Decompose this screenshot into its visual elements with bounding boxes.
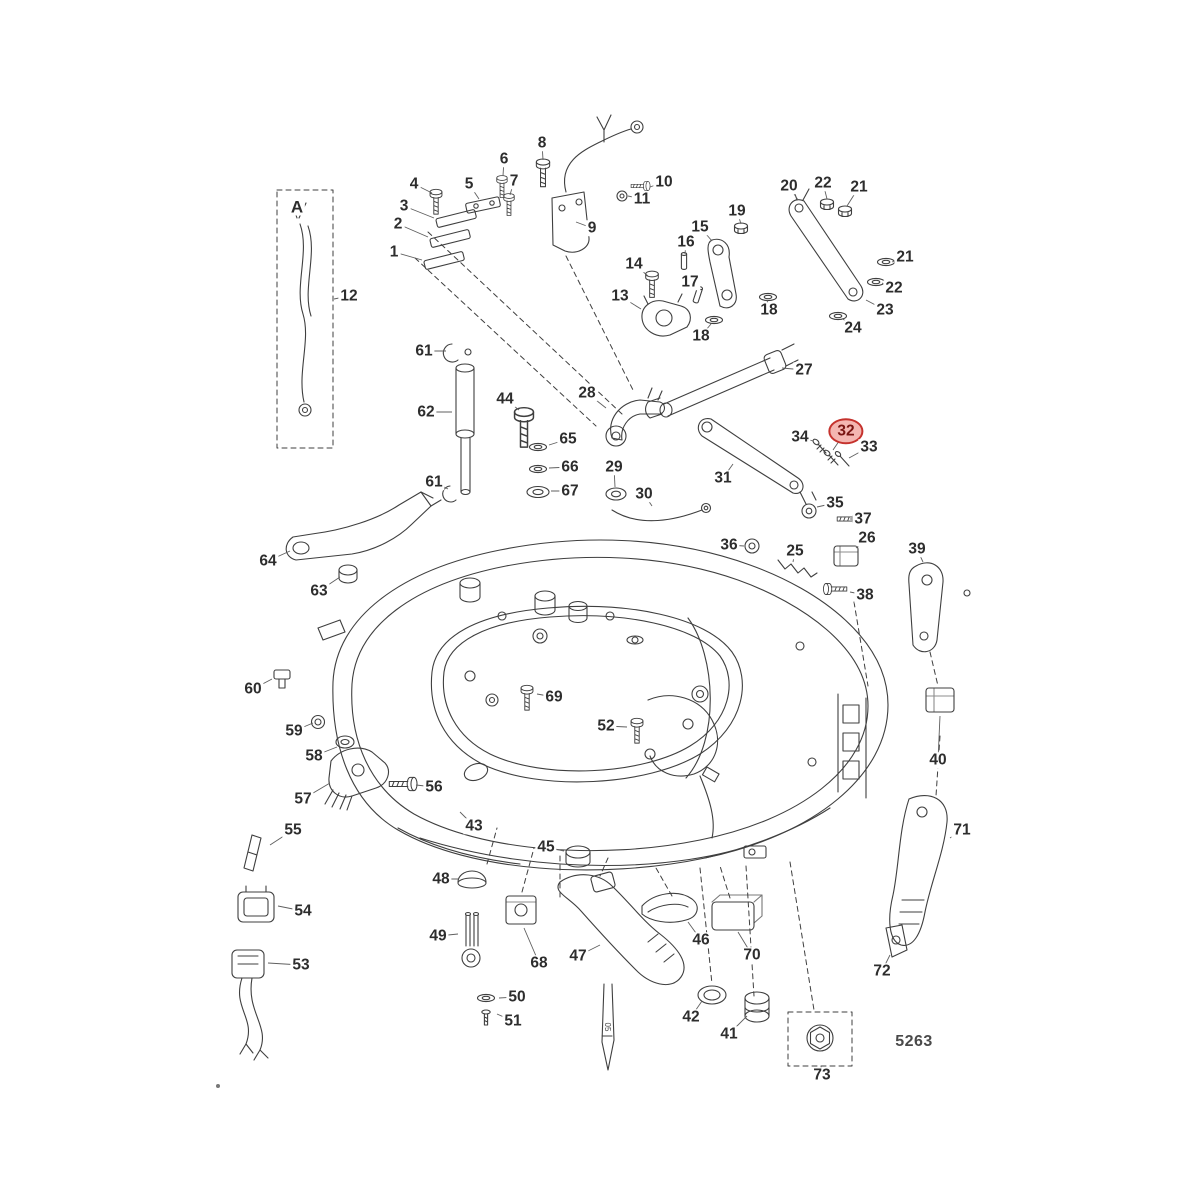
tube-art <box>442 343 475 503</box>
part-label-52[interactable]: 52 <box>595 717 617 735</box>
part-label-58[interactable]: 58 <box>303 747 325 765</box>
part-label-56[interactable]: 56 <box>423 778 445 796</box>
part-label-5[interactable]: 5 <box>462 175 476 193</box>
part-label-33[interactable]: 33 <box>858 438 880 456</box>
part-label-61[interactable]: 61 <box>423 473 445 491</box>
part-label-66[interactable]: 66 <box>559 458 581 476</box>
part-label-21[interactable]: 21 <box>894 248 916 266</box>
part-label-31[interactable]: 31 <box>712 469 734 487</box>
part-label-4[interactable]: 4 <box>407 175 421 193</box>
right-parts-art <box>777 545 971 713</box>
part-label-18[interactable]: 18 <box>758 301 780 319</box>
part-label-49[interactable]: 49 <box>427 927 449 945</box>
part-label-65[interactable]: 65 <box>557 430 579 448</box>
part-label-41[interactable]: 41 <box>718 1025 740 1043</box>
bottom-cowl-art <box>317 539 889 871</box>
ground-cable-art <box>605 487 760 554</box>
part-label-25[interactable]: 25 <box>784 542 806 560</box>
part-label-13[interactable]: 13 <box>609 287 631 305</box>
part-label-59[interactable]: 59 <box>283 722 305 740</box>
part-label-15[interactable]: 15 <box>689 218 711 236</box>
part-label-47[interactable]: 47 <box>567 947 589 965</box>
bottom-parts-art <box>457 795 948 1071</box>
part-label-16[interactable]: 16 <box>675 233 697 251</box>
part-label-6[interactable]: 6 <box>497 150 511 168</box>
part-label-11[interactable]: 11 <box>631 190 653 208</box>
part-label-51[interactable]: 51 <box>502 1012 524 1030</box>
part-label-44[interactable]: 44 <box>494 390 516 408</box>
part-label-20[interactable]: 20 <box>778 177 800 195</box>
plates-and-screws-art <box>423 196 501 270</box>
part-label-53[interactable]: 53 <box>290 956 312 974</box>
cam-arm-art <box>788 187 864 302</box>
bracket-cable-art <box>551 114 644 253</box>
part-label-57[interactable]: 57 <box>292 790 314 808</box>
part-label-18[interactable]: 18 <box>690 327 712 345</box>
part-label-37[interactable]: 37 <box>852 510 874 528</box>
part-label-34[interactable]: 34 <box>789 428 811 446</box>
part-label-40[interactable]: 40 <box>927 751 949 769</box>
part-label-61[interactable]: 61 <box>413 342 435 360</box>
part-label-27[interactable]: 27 <box>793 361 815 379</box>
figure-number: 5263 <box>895 1033 933 1050</box>
swivel-arm-art <box>605 387 666 447</box>
part-label-38[interactable]: 38 <box>854 586 876 604</box>
part-label-46[interactable]: 46 <box>690 931 712 949</box>
part-label-10[interactable]: 10 <box>653 173 675 191</box>
part-label-48[interactable]: 48 <box>430 870 452 888</box>
part-label-60[interactable]: 60 <box>242 680 264 698</box>
part-label-72[interactable]: 72 <box>871 962 893 980</box>
part-label-43[interactable]: 43 <box>463 817 485 835</box>
part-label-42[interactable]: 42 <box>680 1008 702 1026</box>
part-label-24[interactable]: 24 <box>842 319 864 337</box>
part-label-62[interactable]: 62 <box>415 403 437 421</box>
part-label-32[interactable]: 32 <box>828 418 864 444</box>
cam-follower-screws-art <box>812 438 850 467</box>
part-label-45[interactable]: 45 <box>535 838 557 856</box>
part-label-55[interactable]: 55 <box>282 821 304 839</box>
part-label-36[interactable]: 36 <box>718 536 740 554</box>
part-label-8[interactable]: 8 <box>535 134 549 152</box>
left-parts-art <box>231 491 442 1061</box>
part-label-29[interactable]: 29 <box>603 458 625 476</box>
part-label-14[interactable]: 14 <box>623 255 645 273</box>
part-label-7[interactable]: 7 <box>507 172 521 190</box>
part-label-70[interactable]: 70 <box>741 946 763 964</box>
section-label-A: A <box>288 197 306 217</box>
part-label-22[interactable]: 22 <box>883 279 905 297</box>
part-label-50[interactable]: 50 <box>506 988 528 1006</box>
part-label-19[interactable]: 19 <box>726 202 748 220</box>
shift-linkage-art <box>641 238 737 337</box>
shift-arm-art <box>697 417 817 519</box>
part-label-12[interactable]: 12 <box>338 287 360 305</box>
stray-mark <box>216 1084 220 1088</box>
part-label-30[interactable]: 30 <box>633 485 655 503</box>
part-label-23[interactable]: 23 <box>874 301 896 319</box>
part-label-35[interactable]: 35 <box>824 494 846 512</box>
part-label-71[interactable]: 71 <box>951 821 973 839</box>
part-label-9[interactable]: 9 <box>585 219 599 237</box>
part-label-39[interactable]: 39 <box>906 540 928 558</box>
part-label-63[interactable]: 63 <box>308 582 330 600</box>
annotation-05: 05 <box>603 1022 612 1032</box>
part-label-54[interactable]: 54 <box>292 902 314 920</box>
part-label-69[interactable]: 69 <box>543 688 565 706</box>
part-label-2[interactable]: 2 <box>391 215 405 233</box>
part-label-73[interactable]: 73 <box>811 1066 833 1084</box>
part-label-22[interactable]: 22 <box>812 174 834 192</box>
part-label-3[interactable]: 3 <box>397 197 411 215</box>
part-label-26[interactable]: 26 <box>856 529 878 547</box>
part-label-67[interactable]: 67 <box>559 482 581 500</box>
part-label-17[interactable]: 17 <box>679 273 701 291</box>
part-label-64[interactable]: 64 <box>257 552 279 570</box>
part-label-68[interactable]: 68 <box>528 954 550 972</box>
part-label-1[interactable]: 1 <box>387 243 401 261</box>
part-label-21[interactable]: 21 <box>848 178 870 196</box>
part-label-28[interactable]: 28 <box>576 384 598 402</box>
